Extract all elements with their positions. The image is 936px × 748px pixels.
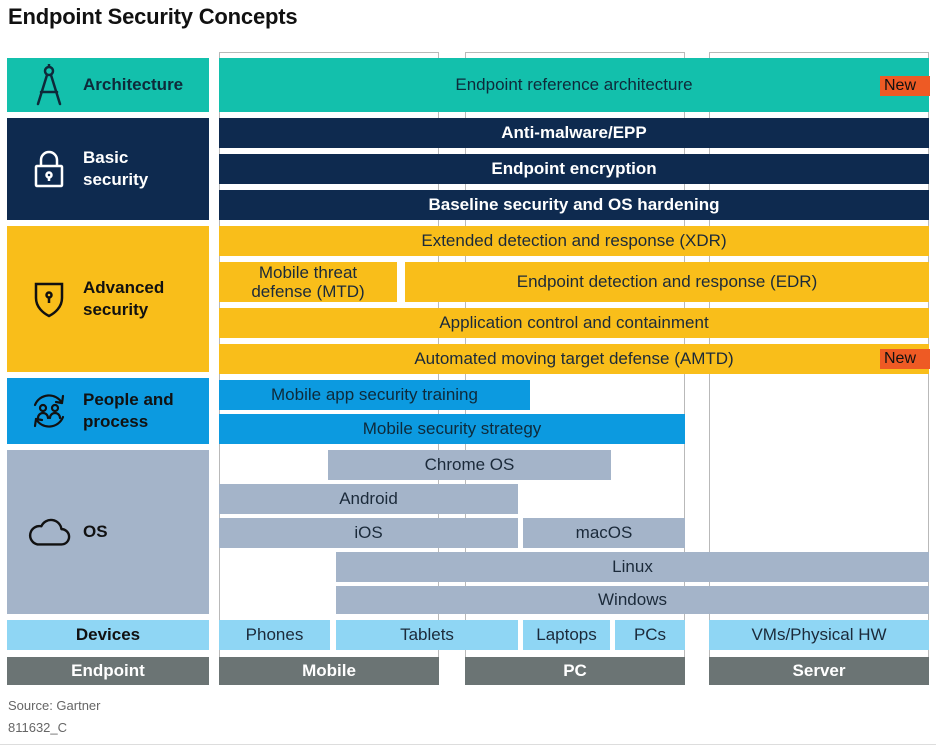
device-tablets: Tablets — [336, 620, 518, 650]
new-badge: New — [880, 349, 930, 369]
figure-code: 811632_C — [8, 720, 68, 735]
mobile-security-strategy-bar: Mobile security strategy — [219, 414, 685, 444]
anti-malware-bar: Anti-malware/EPP — [219, 118, 929, 148]
device-phones: Phones — [219, 620, 330, 650]
category-advanced-label-1: Advanced — [83, 278, 165, 297]
category-basic-label-1: Basic — [83, 148, 129, 167]
amtd-bar: Automated moving target defense (AMTD) — [219, 344, 929, 374]
linux-bar: Linux — [336, 552, 929, 582]
baseline-security-bar: Baseline security and OS hardening — [219, 190, 929, 220]
compass-icon — [27, 63, 71, 107]
application-control-bar: Application control and containment — [219, 308, 929, 338]
category-advanced-label-2: security — [83, 300, 149, 319]
category-people-label-2: process — [83, 412, 149, 431]
amtd-label: Automated moving target defense (AMTD) — [414, 349, 734, 368]
endpoint-encryption-bar: Endpoint encryption — [219, 154, 929, 184]
footer-pc: PC — [465, 657, 685, 685]
shield-icon — [27, 277, 71, 321]
device-vms: VMs/Physical HW — [709, 620, 929, 650]
xdr-bar: Extended detection and response (XDR) — [219, 226, 929, 256]
edr-bar: Endpoint detection and response (EDR) — [405, 262, 929, 302]
android-bar: Android — [219, 484, 518, 514]
category-people-label-1: People and — [83, 390, 174, 409]
category-architecture-label: Architecture — [83, 75, 184, 94]
padlock-icon — [27, 147, 71, 191]
category-advanced-security: Advanced security — [7, 226, 209, 372]
category-devices: Devices — [7, 620, 209, 650]
era-label: Endpoint reference architecture — [455, 75, 693, 94]
mtd-label-1: Mobile threat — [258, 263, 358, 282]
category-architecture: Architecture — [7, 58, 209, 112]
page-title: Endpoint Security Concepts — [8, 4, 298, 29]
category-basic-security: Basic security — [7, 118, 209, 220]
mtd-label-2: defense (MTD) — [251, 282, 365, 301]
device-pcs: PCs — [615, 620, 685, 650]
category-people-process: People and process — [7, 378, 209, 444]
device-laptops: Laptops — [523, 620, 610, 650]
category-os-label: OS — [83, 522, 108, 541]
footer-mobile: Mobile — [219, 657, 439, 685]
endpoint-reference-architecture-bar: Endpoint reference architecture — [219, 58, 929, 112]
category-basic-label-2: security — [83, 170, 149, 189]
footer-endpoint: Endpoint — [7, 657, 209, 685]
bottom-divider — [0, 744, 936, 745]
footer-server: Server — [709, 657, 929, 685]
cloud-icon — [27, 510, 71, 554]
people-cycle-icon — [27, 389, 71, 433]
ios-bar: iOS — [219, 518, 518, 548]
windows-bar: Windows — [336, 586, 929, 614]
source-note: Source: Gartner — [8, 698, 101, 713]
macos-bar: macOS — [523, 518, 685, 548]
mobile-app-security-training-bar: Mobile app security training — [219, 380, 530, 410]
chrome-os-bar: Chrome OS — [328, 450, 611, 480]
new-badge: New — [880, 76, 930, 96]
category-os: OS — [7, 450, 209, 614]
